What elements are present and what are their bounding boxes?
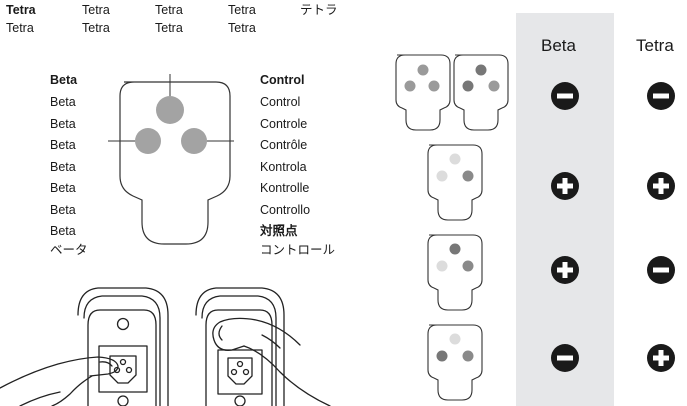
brand-label-4: Tetra [228,3,256,17]
beta-label-5: Beta [50,181,76,195]
control-label-2: Controle [260,117,308,131]
control-label-8: コントロール [260,243,336,257]
brand-label-1: Tetra [6,3,36,17]
beta-label-3: Beta [50,138,76,152]
minus-circle-icon [647,82,675,110]
test-device-icon [427,234,483,311]
beta-column-header: Beta [541,36,576,55]
test-device-icon [395,54,451,131]
beta-label-7: Beta [50,224,76,238]
control-label-0: Control [260,73,305,87]
minus-circle-icon [551,82,579,110]
brand-label-9: Tetra [228,21,256,35]
control-label-5: Kontrolle [260,181,310,195]
beta-label-1: Beta [50,95,76,109]
test-device-icon [453,54,509,131]
beta-label-6: Beta [50,203,76,217]
hand-holding-device-icon [0,287,331,406]
brand-label-7: Tetra [82,21,110,35]
plus-circle-icon [551,172,579,200]
control-label-1: Control [260,95,301,109]
minus-circle-icon [551,344,579,372]
brand-label-3: Tetra [155,3,183,17]
test-device-icon [108,74,234,245]
beta-results-column [516,13,614,406]
beta-label-8: ベータ [50,243,88,257]
brand-label-6: Tetra [6,21,34,35]
brand-label-2: Tetra [82,3,110,17]
tetra-column-header: Tetra [636,36,674,55]
control-label-7: 対照点 [260,224,298,238]
minus-circle-icon [647,256,675,284]
plus-circle-icon [551,256,579,284]
test-device-icon [427,144,483,221]
plus-circle-icon [647,344,675,372]
brand-label-8: Tetra [155,21,183,35]
control-label-6: Controllo [260,203,311,217]
beta-label-4: Beta [50,160,76,174]
plus-circle-icon [647,172,675,200]
beta-label-0: Beta [50,73,78,87]
brand-label-5: テトラ [300,3,338,17]
beta-label-2: Beta [50,117,76,131]
test-device-icon [427,324,483,401]
control-label-3: Contrôle [260,138,308,152]
control-label-4: Kontrola [260,160,307,174]
